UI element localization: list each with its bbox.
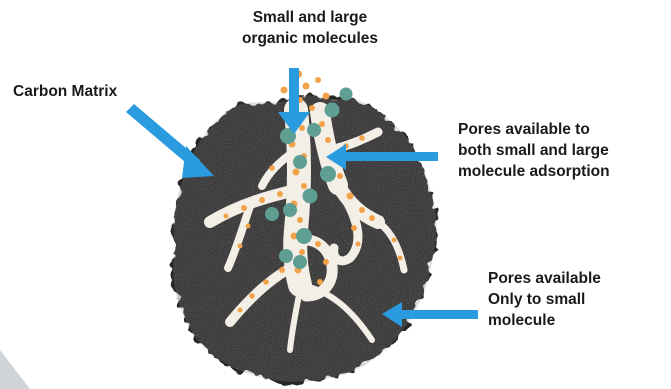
label-pores-small-line-3: molecule (488, 310, 601, 331)
corner-decoration (0, 350, 30, 389)
label-molecules: Small and large organic molecules (210, 7, 410, 49)
arrow-icon (382, 302, 478, 327)
label-molecules-line-1: Small and large (210, 7, 410, 28)
label-pores-both: Pores available to both small and large … (458, 119, 610, 182)
label-pores-small: Pores available Only to small molecule (488, 268, 601, 331)
label-pores-small-line-1: Pores available (488, 268, 601, 289)
label-pores-small-line-2: Only to small (488, 289, 601, 310)
label-molecules-line-2: organic molecules (210, 28, 410, 49)
label-pores-both-line-1: Pores available to (458, 119, 610, 140)
label-pores-both-line-2: both small and large (458, 140, 610, 161)
label-carbon-matrix: Carbon Matrix (13, 81, 117, 102)
label-pores-both-line-3: molecule adsorption (458, 161, 610, 182)
